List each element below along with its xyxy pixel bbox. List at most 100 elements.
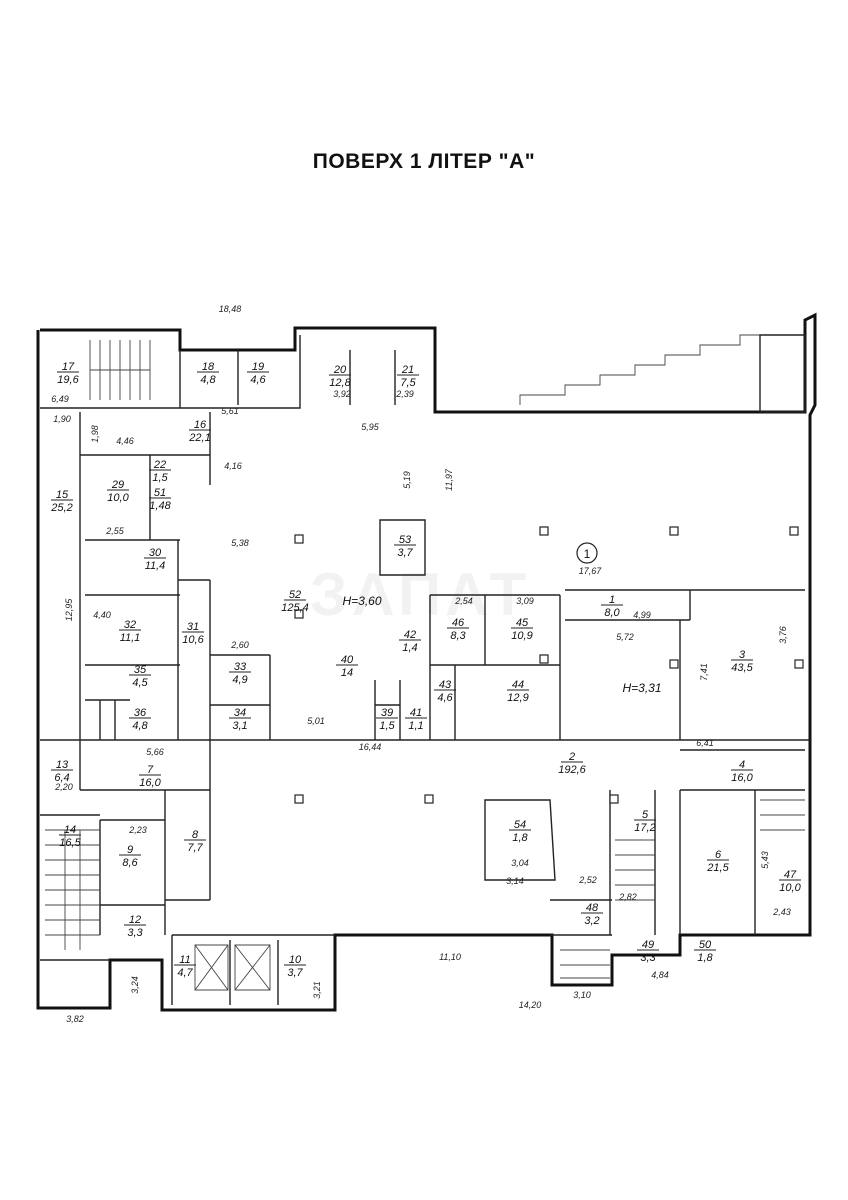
room-number: 13 (56, 759, 69, 771)
dimension-label: 6,41 (696, 738, 714, 748)
room-number: 41 (410, 707, 422, 719)
room-number: 16 (194, 419, 207, 431)
room-8: 87,7 (184, 829, 206, 854)
dimension-label: 2,52 (578, 875, 597, 885)
dimension-label: 5,43 (760, 851, 770, 869)
room-area: 11,1 (120, 632, 141, 644)
room-number: 7 (147, 764, 154, 776)
room-number: 12 (129, 914, 141, 926)
room-area: 6,4 (54, 772, 69, 784)
room-number: 53 (399, 534, 412, 546)
room-number: 32 (124, 619, 136, 631)
room-area: 10,0 (779, 882, 801, 894)
dimension-label: 5,01 (307, 716, 325, 726)
room-number: 1 (609, 594, 615, 606)
room-area: 7,7 (187, 842, 203, 854)
dimension-label: 2,43 (772, 907, 791, 917)
room-area: 16,0 (139, 777, 161, 789)
dimension-label: 5,38 (231, 538, 249, 548)
room-area: 16,5 (59, 837, 81, 849)
dimension-label: 12,95 (64, 598, 74, 622)
room-41: 411,1 (405, 707, 427, 732)
room-number: 10 (289, 954, 302, 966)
room-area: 7,5 (400, 377, 416, 389)
room-area: 3,3 (640, 952, 656, 964)
room-19: 194,6 (247, 361, 269, 386)
room-area: 10,9 (511, 630, 532, 642)
room-area: 16,0 (731, 772, 753, 784)
room-33: 334,9 (229, 661, 251, 686)
room-area: 4,5 (132, 677, 148, 689)
dimension-label: 11,10 (439, 952, 461, 962)
room-number: 52 (289, 589, 301, 601)
room-42: 421,4 (399, 629, 421, 654)
floor-plan-title: ПОВЕРХ 1 ЛІТЕР "А" (312, 150, 536, 173)
room-area: 4,9 (232, 674, 247, 686)
dimension-label: 3,14 (506, 876, 524, 886)
room-43: 434,6 (434, 679, 456, 704)
room-number: 51 (154, 487, 166, 499)
room-12: 123,3 (124, 914, 146, 939)
room-number: 22 (153, 459, 166, 471)
room-4: 416,0 (731, 759, 754, 784)
room-21: 217,5 (397, 364, 419, 389)
dimension-label: 7,41 (699, 663, 709, 681)
room-35: 354,5 (129, 664, 151, 689)
room-area: 8,3 (450, 630, 466, 642)
room-number: 33 (234, 661, 247, 673)
room-number: 11 (179, 954, 190, 966)
room-9: 98,6 (119, 844, 141, 869)
room-number: 34 (234, 707, 246, 719)
room-area: 3,3 (127, 927, 143, 939)
height-labels: H=3,60H=3,31 (342, 594, 661, 695)
room-number: 6 (715, 849, 722, 861)
room-11: 114,7 (174, 954, 196, 979)
room-number: 48 (586, 902, 599, 914)
elevator-shafts (194, 944, 271, 991)
building-mark: 1 (576, 542, 598, 564)
room-area: 10,6 (182, 634, 204, 646)
room-48: 483,2 (581, 902, 603, 927)
dimension-label: 5,95 (361, 422, 380, 432)
room-50: 501,8 (694, 939, 716, 964)
room-number: 17 (62, 361, 75, 373)
room-area: 1,8 (512, 832, 528, 844)
dimension-label: 2,23 (128, 825, 147, 835)
room-area: 4,8 (200, 374, 216, 386)
outer-walls (36, 312, 817, 1012)
room-22: 221,5 (149, 459, 171, 484)
dimension-label: 3,10 (573, 990, 591, 1000)
room-3: 343,5 (731, 649, 754, 674)
dimension-label: 5,61 (221, 406, 239, 416)
dimension-label: 2,82 (618, 892, 637, 902)
room-area: 192,6 (558, 764, 586, 776)
room-area: 3,1 (232, 720, 247, 732)
room-area: 1,5 (379, 720, 395, 732)
room-number: 18 (202, 361, 215, 373)
room-area: 3,7 (287, 967, 303, 979)
room-1: 18,0 (601, 594, 623, 619)
ceiling-height-label: H=3,31 (622, 681, 661, 695)
room-number: 44 (512, 679, 524, 691)
room-area: 8,6 (122, 857, 138, 869)
room-labels: 1719,6184,8194,62012,8217,51622,12910,01… (50, 361, 801, 979)
room-number: 3 (739, 649, 746, 661)
room-7: 716,0 (139, 764, 162, 789)
dimension-label: 3,04 (511, 858, 529, 868)
room-area: 1,8 (697, 952, 713, 964)
dimension-label: 3,92 (333, 389, 351, 399)
